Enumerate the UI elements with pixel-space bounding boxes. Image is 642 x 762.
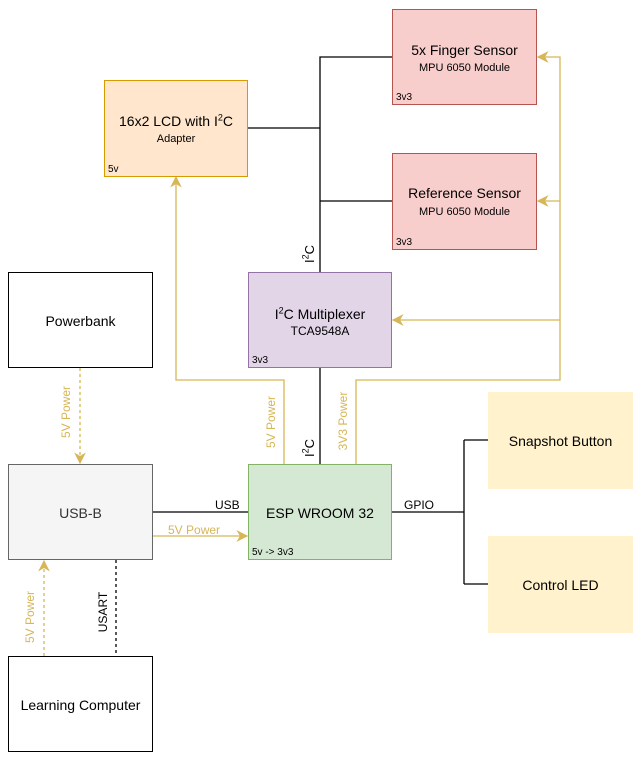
control-led-title: Control LED [522, 577, 599, 593]
usb-b-node: USB-B [8, 464, 153, 560]
lcd-subtitle: Adapter [156, 133, 196, 145]
reference-sensor-subtitle: MPU 6050 Module [418, 206, 511, 218]
lcd-title: 16x2 LCD with I2C [119, 112, 233, 129]
reference-sensor-voltage: 3v3 [396, 237, 413, 248]
finger-sensor-title: 5x Finger Sensor [411, 42, 518, 58]
reference-sensor-title: Reference Sensor [408, 185, 521, 201]
power-3v3-rail [355, 51, 561, 464]
finger-sensor-node: 5x Finger Sensor MPU 6050 Module 3v3 [392, 9, 537, 105]
gpio-bus-line [463, 439, 488, 585]
powerbank-node: Powerbank [8, 272, 153, 368]
multiplexer-voltage: 3v3 [252, 355, 269, 366]
i2c-bus-lines [247, 56, 392, 464]
power-usb-esp-label: 5V Power [168, 523, 221, 537]
esp-node: ESP WROOM 32 5v -> 3v3 [248, 464, 392, 560]
i2c-label-top: I2C [300, 244, 317, 264]
i2c-bus-trunk [319, 56, 392, 272]
gpio-label: GPIO [404, 498, 435, 512]
usart-label: USART [96, 591, 110, 633]
lcd-voltage: 5v [108, 164, 119, 175]
powerbank-title: Powerbank [45, 313, 116, 329]
control-led-node: Control LED [488, 536, 633, 633]
multiplexer-node: I2C Multiplexer TCA9548A 3v3 [248, 272, 392, 368]
power-powerbank-label: 5V Power [59, 385, 73, 439]
reference-sensor-node: Reference Sensor MPU 6050 Module 3v3 [392, 153, 537, 250]
learning-computer-title: Learning Computer [20, 697, 141, 713]
usb-label: USB [215, 498, 240, 512]
power-lcd-label: 5V Power [264, 395, 278, 449]
esp-voltage: 5v -> 3v3 [252, 547, 294, 558]
power-computer-label: 5V Power [23, 590, 37, 644]
snapshot-button-title: Snapshot Button [508, 433, 613, 449]
finger-sensor-voltage: 3v3 [396, 92, 413, 103]
usb-b-title: USB-B [59, 505, 102, 521]
snapshot-button-node: Snapshot Button [488, 392, 633, 489]
learning-computer-node: Learning Computer [8, 656, 153, 752]
multiplexer-title: I2C Multiplexer [274, 305, 366, 322]
i2c-label-bottom: I2C [300, 438, 317, 458]
multiplexer-subtitle: TCA9548A [290, 324, 350, 338]
power-esp-to-lcd [170, 175, 285, 464]
power-3v3-label: 3V3 Power [336, 391, 350, 451]
lcd-node: 16x2 LCD with I2C Adapter 5v [104, 80, 248, 177]
esp-title: ESP WROOM 32 [266, 505, 374, 521]
finger-sensor-subtitle: MPU 6050 Module [418, 62, 511, 74]
